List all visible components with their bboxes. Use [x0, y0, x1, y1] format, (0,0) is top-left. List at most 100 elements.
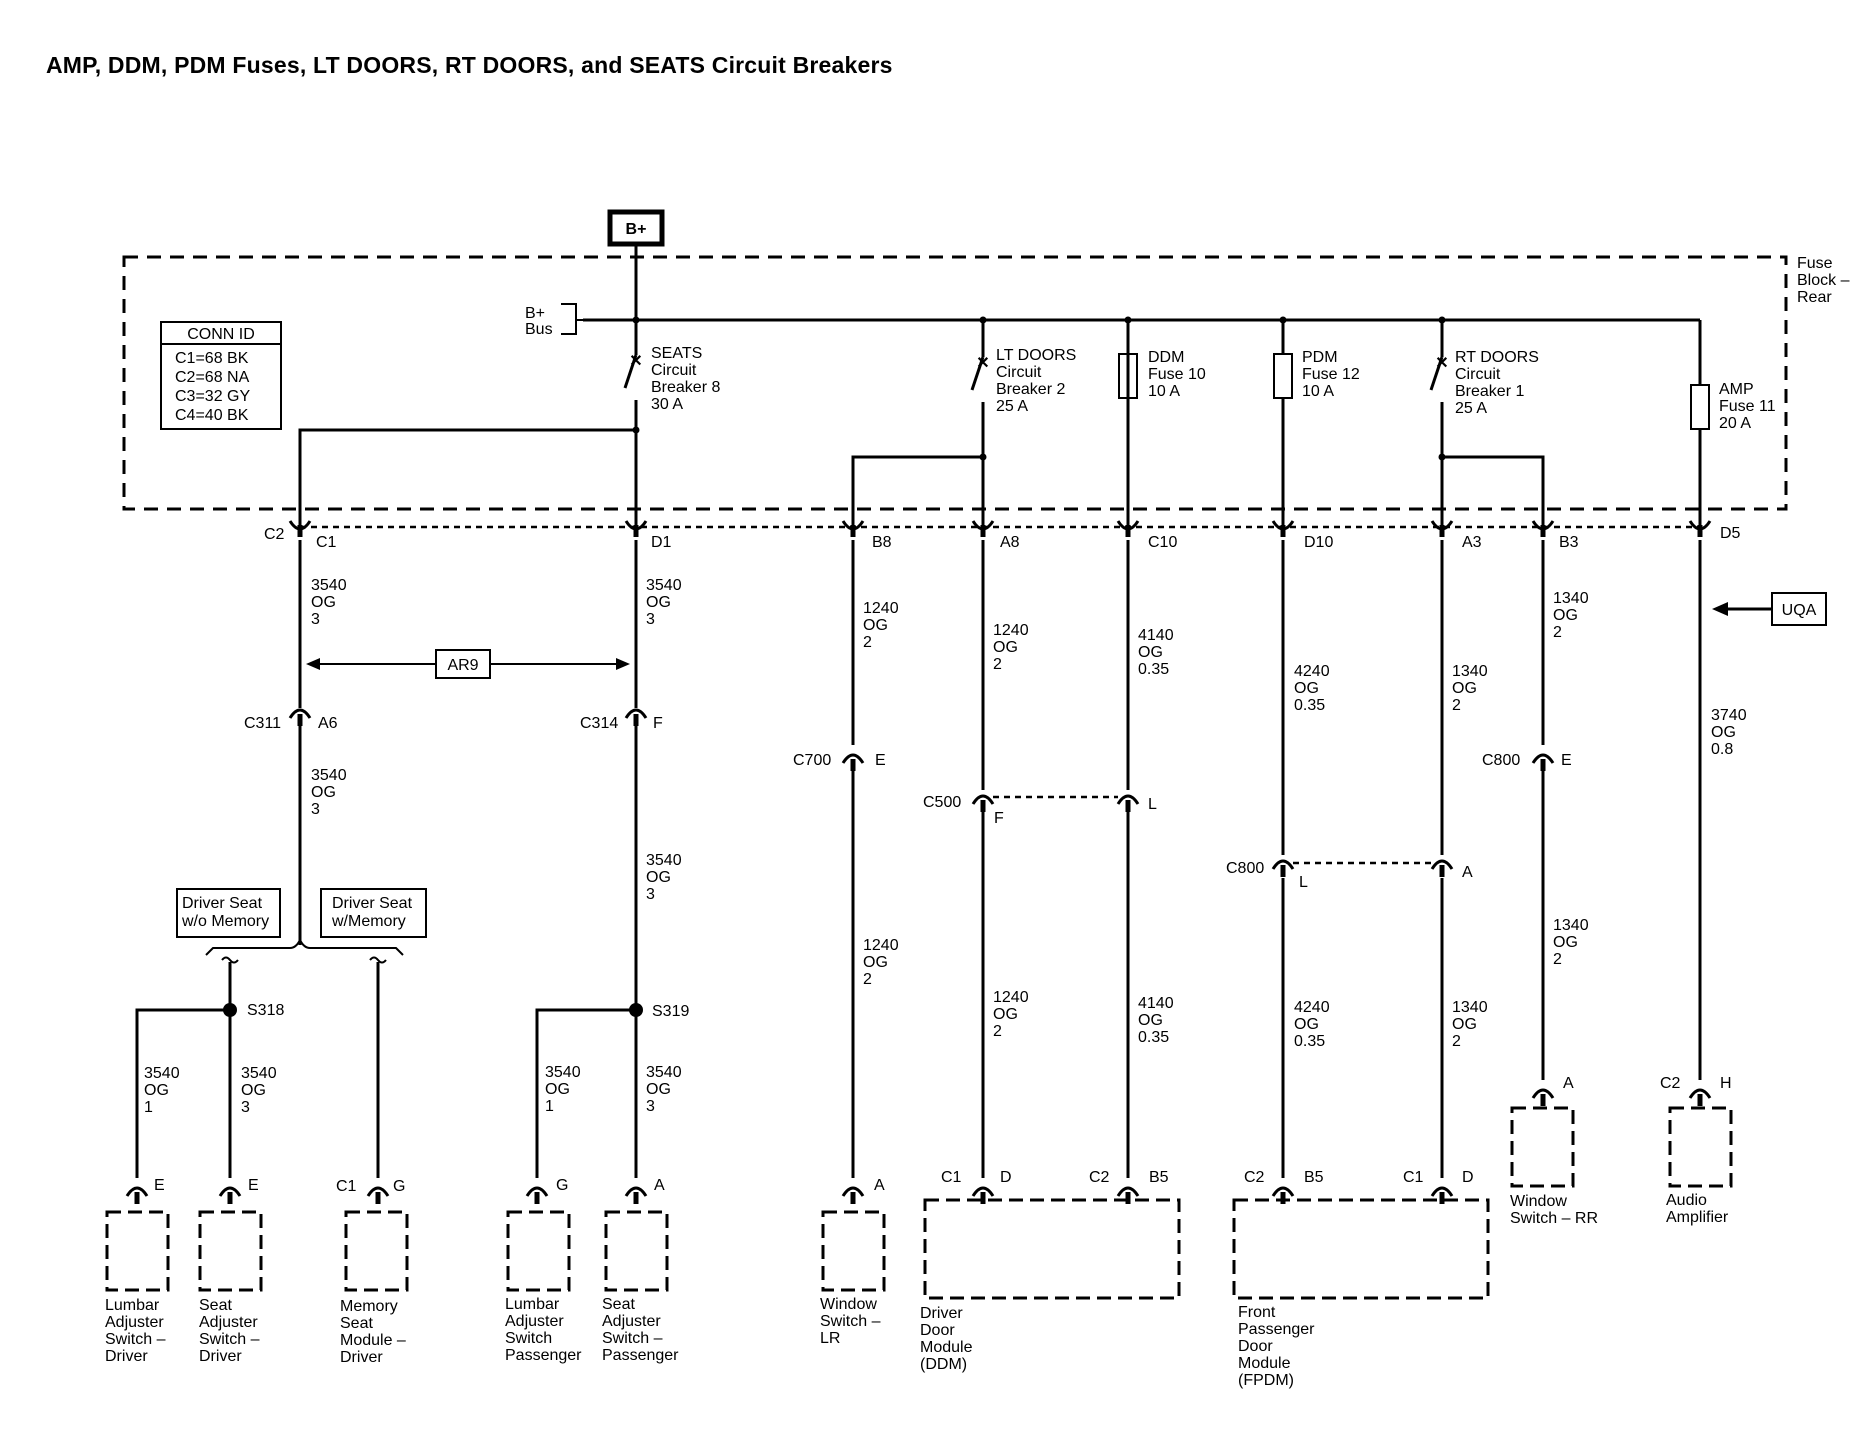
svg-text:C800: C800 [1226, 860, 1264, 877]
svg-text:1340: 1340 [1553, 590, 1589, 607]
svg-text:2: 2 [1553, 624, 1562, 641]
splice-s319: S319 [535, 1003, 689, 1178]
svg-text:C4=40 BK: C4=40 BK [175, 407, 249, 424]
svg-text:Memory: Memory [340, 1298, 398, 1315]
svg-text:Circuit: Circuit [1455, 366, 1501, 383]
svg-text:OG: OG [1138, 1012, 1163, 1029]
svg-text:Switch: Switch [505, 1330, 552, 1347]
b-plus-bus: B+ Bus [525, 303, 1700, 338]
svg-text:Rear: Rear [1797, 289, 1832, 306]
inline-connector-1 [624, 708, 648, 726]
svg-text:Fuse 11: Fuse 11 [1719, 398, 1776, 415]
svg-text:✕: ✕ [1435, 355, 1448, 372]
svg-text:1240: 1240 [993, 989, 1029, 1006]
svg-text:F: F [994, 810, 1004, 827]
header-connector-5 [1271, 520, 1295, 537]
svg-text:Breaker 1: Breaker 1 [1455, 383, 1524, 400]
conn-id-table: CONN ID C1=68 BK C2=68 NA C3=32 GY C4=40… [160, 321, 282, 430]
svg-text:OG: OG [1294, 680, 1319, 697]
svg-text:Switch –: Switch – [105, 1331, 166, 1348]
svg-text:✕: ✕ [629, 353, 642, 370]
svg-text:Lumbar: Lumbar [105, 1297, 160, 1314]
svg-text:(FPDM): (FPDM) [1238, 1372, 1294, 1389]
svg-text:10 A: 10 A [1148, 383, 1180, 400]
svg-text:3: 3 [646, 611, 655, 628]
svg-text:A6: A6 [318, 715, 338, 732]
svg-text:Driver Seat: Driver Seat [182, 895, 263, 912]
svg-text:25 A: 25 A [996, 398, 1028, 415]
svg-text:Adjuster: Adjuster [105, 1314, 164, 1331]
seats-circuit-breaker: ✕ SEATS Circuit Breaker 8 30 A [298, 320, 720, 527]
svg-text:Driver: Driver [920, 1305, 963, 1322]
svg-text:OG: OG [646, 869, 671, 886]
svg-text:L: L [1299, 874, 1308, 891]
component-connector-3 [525, 1186, 549, 1204]
svg-text:OG: OG [993, 1006, 1018, 1023]
component-connector-7 [1116, 1186, 1140, 1204]
component-connector-1 [218, 1186, 242, 1204]
memory-seat-module-driver: C1 G Memory Seat Module – Driver [336, 1178, 409, 1366]
svg-text:Switch –: Switch – [199, 1331, 260, 1348]
svg-text:OG: OG [1452, 1016, 1477, 1033]
svg-text:C1: C1 [1403, 1169, 1424, 1186]
header-connector-4 [1116, 520, 1140, 537]
svg-text:Fuse 10: Fuse 10 [1148, 366, 1206, 383]
svg-text:AMP: AMP [1719, 381, 1754, 398]
driver-seat-without-memory-box: Driver Seat w/o Memory [176, 888, 281, 938]
svg-text:1340: 1340 [1452, 663, 1488, 680]
svg-text:3540: 3540 [646, 577, 682, 594]
svg-text:1: 1 [545, 1098, 554, 1115]
component-connector-10 [1531, 1088, 1555, 1106]
svg-text:H: H [1720, 1075, 1732, 1092]
svg-text:3540: 3540 [241, 1065, 277, 1082]
svg-text:DDM: DDM [1148, 349, 1184, 366]
svg-text:0.8: 0.8 [1711, 741, 1733, 758]
fuse-block-outline [122, 255, 1788, 511]
svg-text:SEATS: SEATS [651, 345, 702, 362]
component-connector-11 [1688, 1088, 1712, 1106]
svg-text:2: 2 [863, 634, 872, 651]
svg-text:C3=32 GY: C3=32 GY [175, 388, 250, 405]
svg-text:Breaker 2: Breaker 2 [996, 381, 1065, 398]
svg-text:Seat: Seat [199, 1297, 232, 1314]
svg-text:Switch –: Switch – [602, 1330, 663, 1347]
svg-text:0.35: 0.35 [1294, 1033, 1325, 1050]
header-connector-3 [971, 520, 995, 537]
svg-text:25 A: 25 A [1455, 400, 1487, 417]
rt-doors-circuit-breaker: ✕ RT DOORS Circuit Breaker 1 25 A [1429, 320, 1545, 527]
svg-text:D: D [1462, 1169, 1474, 1186]
svg-text:✕: ✕ [976, 355, 989, 372]
svg-text:2: 2 [993, 656, 1002, 673]
page-title: AMP, DDM, PDM Fuses, LT DOORS, RT DOORS,… [46, 52, 893, 78]
svg-text:C700: C700 [793, 752, 831, 769]
front-passenger-door-module: C2 B5 C1 D Front Passenger Door Module (… [1232, 1169, 1490, 1389]
svg-text:3540: 3540 [646, 1064, 682, 1081]
svg-text:OG: OG [1138, 644, 1163, 661]
svg-text:Seat: Seat [340, 1315, 373, 1332]
inline-connector-0 [288, 708, 312, 726]
svg-text:3: 3 [646, 886, 655, 903]
svg-text:OG: OG [646, 594, 671, 611]
svg-text:C1: C1 [336, 1178, 357, 1195]
svg-text:4140: 4140 [1138, 627, 1174, 644]
svg-text:C2: C2 [264, 526, 285, 543]
svg-text:Adjuster: Adjuster [602, 1313, 661, 1330]
svg-text:LR: LR [820, 1330, 840, 1347]
svg-text:B5: B5 [1304, 1169, 1324, 1186]
svg-text:Passenger: Passenger [1238, 1321, 1315, 1338]
svg-text:Module: Module [1238, 1355, 1291, 1372]
svg-text:Driver Seat: Driver Seat [332, 895, 413, 912]
svg-text:Amplifier: Amplifier [1666, 1209, 1729, 1226]
seat-adjuster-switch-passenger: A Seat Adjuster Switch – Passenger [602, 1177, 679, 1364]
svg-text:Fuse 12: Fuse 12 [1302, 366, 1360, 383]
inline-connector-6 [1430, 859, 1454, 877]
svg-text:D5: D5 [1720, 525, 1741, 542]
window-switch-rr: A Window Switch – RR [1510, 1075, 1598, 1227]
svg-text:OG: OG [144, 1082, 169, 1099]
svg-text:3540: 3540 [144, 1065, 180, 1082]
svg-text:2: 2 [863, 971, 872, 988]
svg-text:0.35: 0.35 [1138, 1029, 1169, 1046]
svg-text:2: 2 [1452, 1033, 1461, 1050]
svg-text:2: 2 [993, 1023, 1002, 1040]
svg-text:3540: 3540 [545, 1064, 581, 1081]
